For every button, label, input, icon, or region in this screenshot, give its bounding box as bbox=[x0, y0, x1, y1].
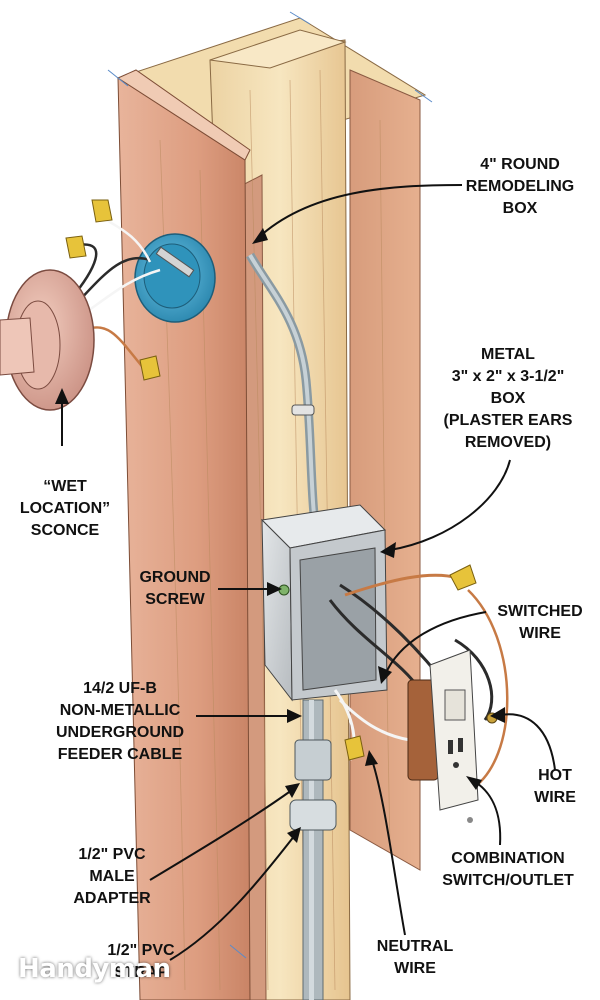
wire-nut-right bbox=[449, 564, 477, 591]
label-remodeling-box: 4" ROUND REMODELING BOX bbox=[465, 156, 575, 217]
leader-arrows bbox=[55, 184, 556, 961]
label-pvc-strap: 1/2" PVC STRAP bbox=[107, 942, 175, 981]
metal-box bbox=[260, 504, 388, 702]
brand-logo: THE FAMILY Handyman bbox=[18, 948, 171, 982]
label-metal-box: METAL 3" x 2" x 3-1/2" BOX (PLASTER EARS… bbox=[443, 346, 573, 451]
brand-small-text: THE FAMILY bbox=[24, 948, 74, 956]
label-hot-wire: HOT WIRE bbox=[534, 767, 576, 806]
label-ground-screw: GROUND SCREW bbox=[139, 569, 211, 608]
wire-nuts bbox=[65, 199, 161, 381]
remodeling-box-assembly bbox=[134, 233, 323, 549]
dimension-ticks bbox=[107, 11, 433, 959]
wire-nut-low bbox=[344, 735, 365, 761]
wet-location-sconce bbox=[0, 269, 95, 411]
male-adapter bbox=[294, 739, 332, 781]
label-neutral-wire: NEUTRAL WIRE bbox=[376, 938, 454, 977]
label-combination: COMBINATION SWITCH/OUTLET bbox=[442, 850, 574, 889]
post-left-top-edge bbox=[116, 69, 251, 161]
ground-screw bbox=[278, 584, 290, 596]
label-switched-wire: SWITCHED WIRE bbox=[497, 603, 583, 642]
label-feeder-cable: 14/2 UF-B NON-METALLIC UNDERGROUND FEEDE… bbox=[56, 680, 184, 763]
post-center-top bbox=[209, 29, 347, 69]
label-male-adapter: 1/2" PVC MALE ADAPTER bbox=[73, 846, 151, 907]
pvc-strap bbox=[289, 799, 337, 831]
combination-switch-outlet bbox=[407, 649, 498, 823]
cable-staple bbox=[291, 404, 315, 416]
brand-name: Handyman bbox=[18, 954, 171, 984]
pvc-conduit bbox=[289, 699, 337, 1000]
label-sconce: “WET LOCATION” SCONCE bbox=[19, 478, 111, 539]
